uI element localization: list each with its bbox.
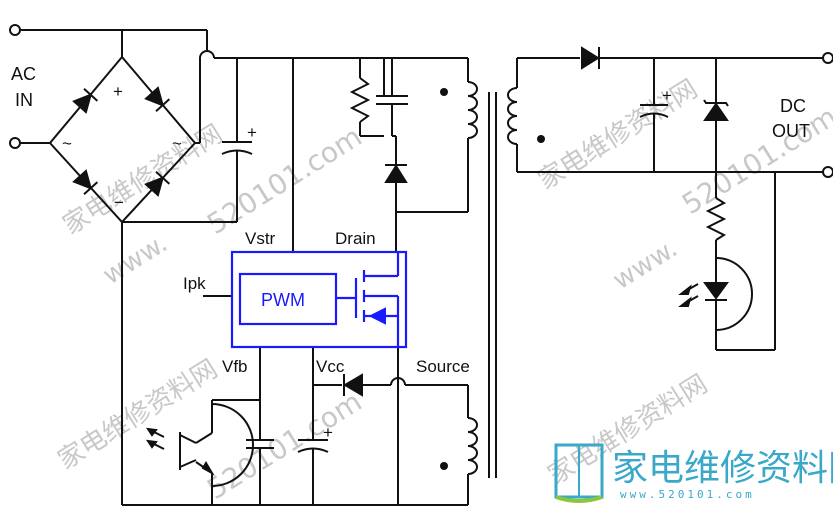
- vcc-label: Vcc: [316, 357, 345, 376]
- controller-ic: [230, 250, 408, 349]
- pwm-label: PWM: [261, 290, 305, 310]
- vfb-label: Vfb: [222, 357, 248, 376]
- site-logo: 家电维修资料网 www.520101.com: [554, 443, 833, 503]
- ac-in-label: AC: [11, 64, 36, 84]
- ac-in-label: IN: [15, 90, 33, 110]
- ac-terminal-top: [9, 24, 21, 36]
- logo-url: www.520101.com: [620, 488, 755, 501]
- ac-terminal-bottom: [9, 137, 21, 149]
- watermark-text: 520101.com: [676, 100, 833, 221]
- dc-out-label: OUT: [772, 121, 810, 141]
- watermark-text: 家电维修资料网: [53, 354, 223, 476]
- dc-terminal-top: [822, 52, 833, 64]
- watermark-text: 家电维修资料网: [533, 74, 703, 196]
- wiring: [9, 24, 833, 506]
- watermark-text: www.: [608, 234, 683, 296]
- bridge-minus-sign: −: [114, 193, 124, 212]
- dc-terminal-bottom: [822, 166, 833, 178]
- source-label: Source: [416, 357, 470, 376]
- vstr-label: Vstr: [245, 229, 276, 248]
- dc-out-label: DC: [780, 96, 806, 116]
- watermark-text: www.: [98, 229, 173, 291]
- logo-title: 家电维修资料网: [612, 448, 833, 489]
- bridge-tilde-right: ~: [172, 134, 182, 153]
- bridge-tilde-left: ~: [62, 134, 72, 153]
- bridge-plus-sign: +: [113, 82, 123, 101]
- watermark-text: 520101.com: [201, 385, 367, 506]
- cap-plus-sign: +: [323, 423, 333, 442]
- drain-label: Drain: [335, 229, 376, 248]
- cap-plus-sign: +: [662, 86, 672, 105]
- cap-plus-sign: +: [247, 123, 257, 142]
- ipk-label: Ipk: [183, 274, 206, 293]
